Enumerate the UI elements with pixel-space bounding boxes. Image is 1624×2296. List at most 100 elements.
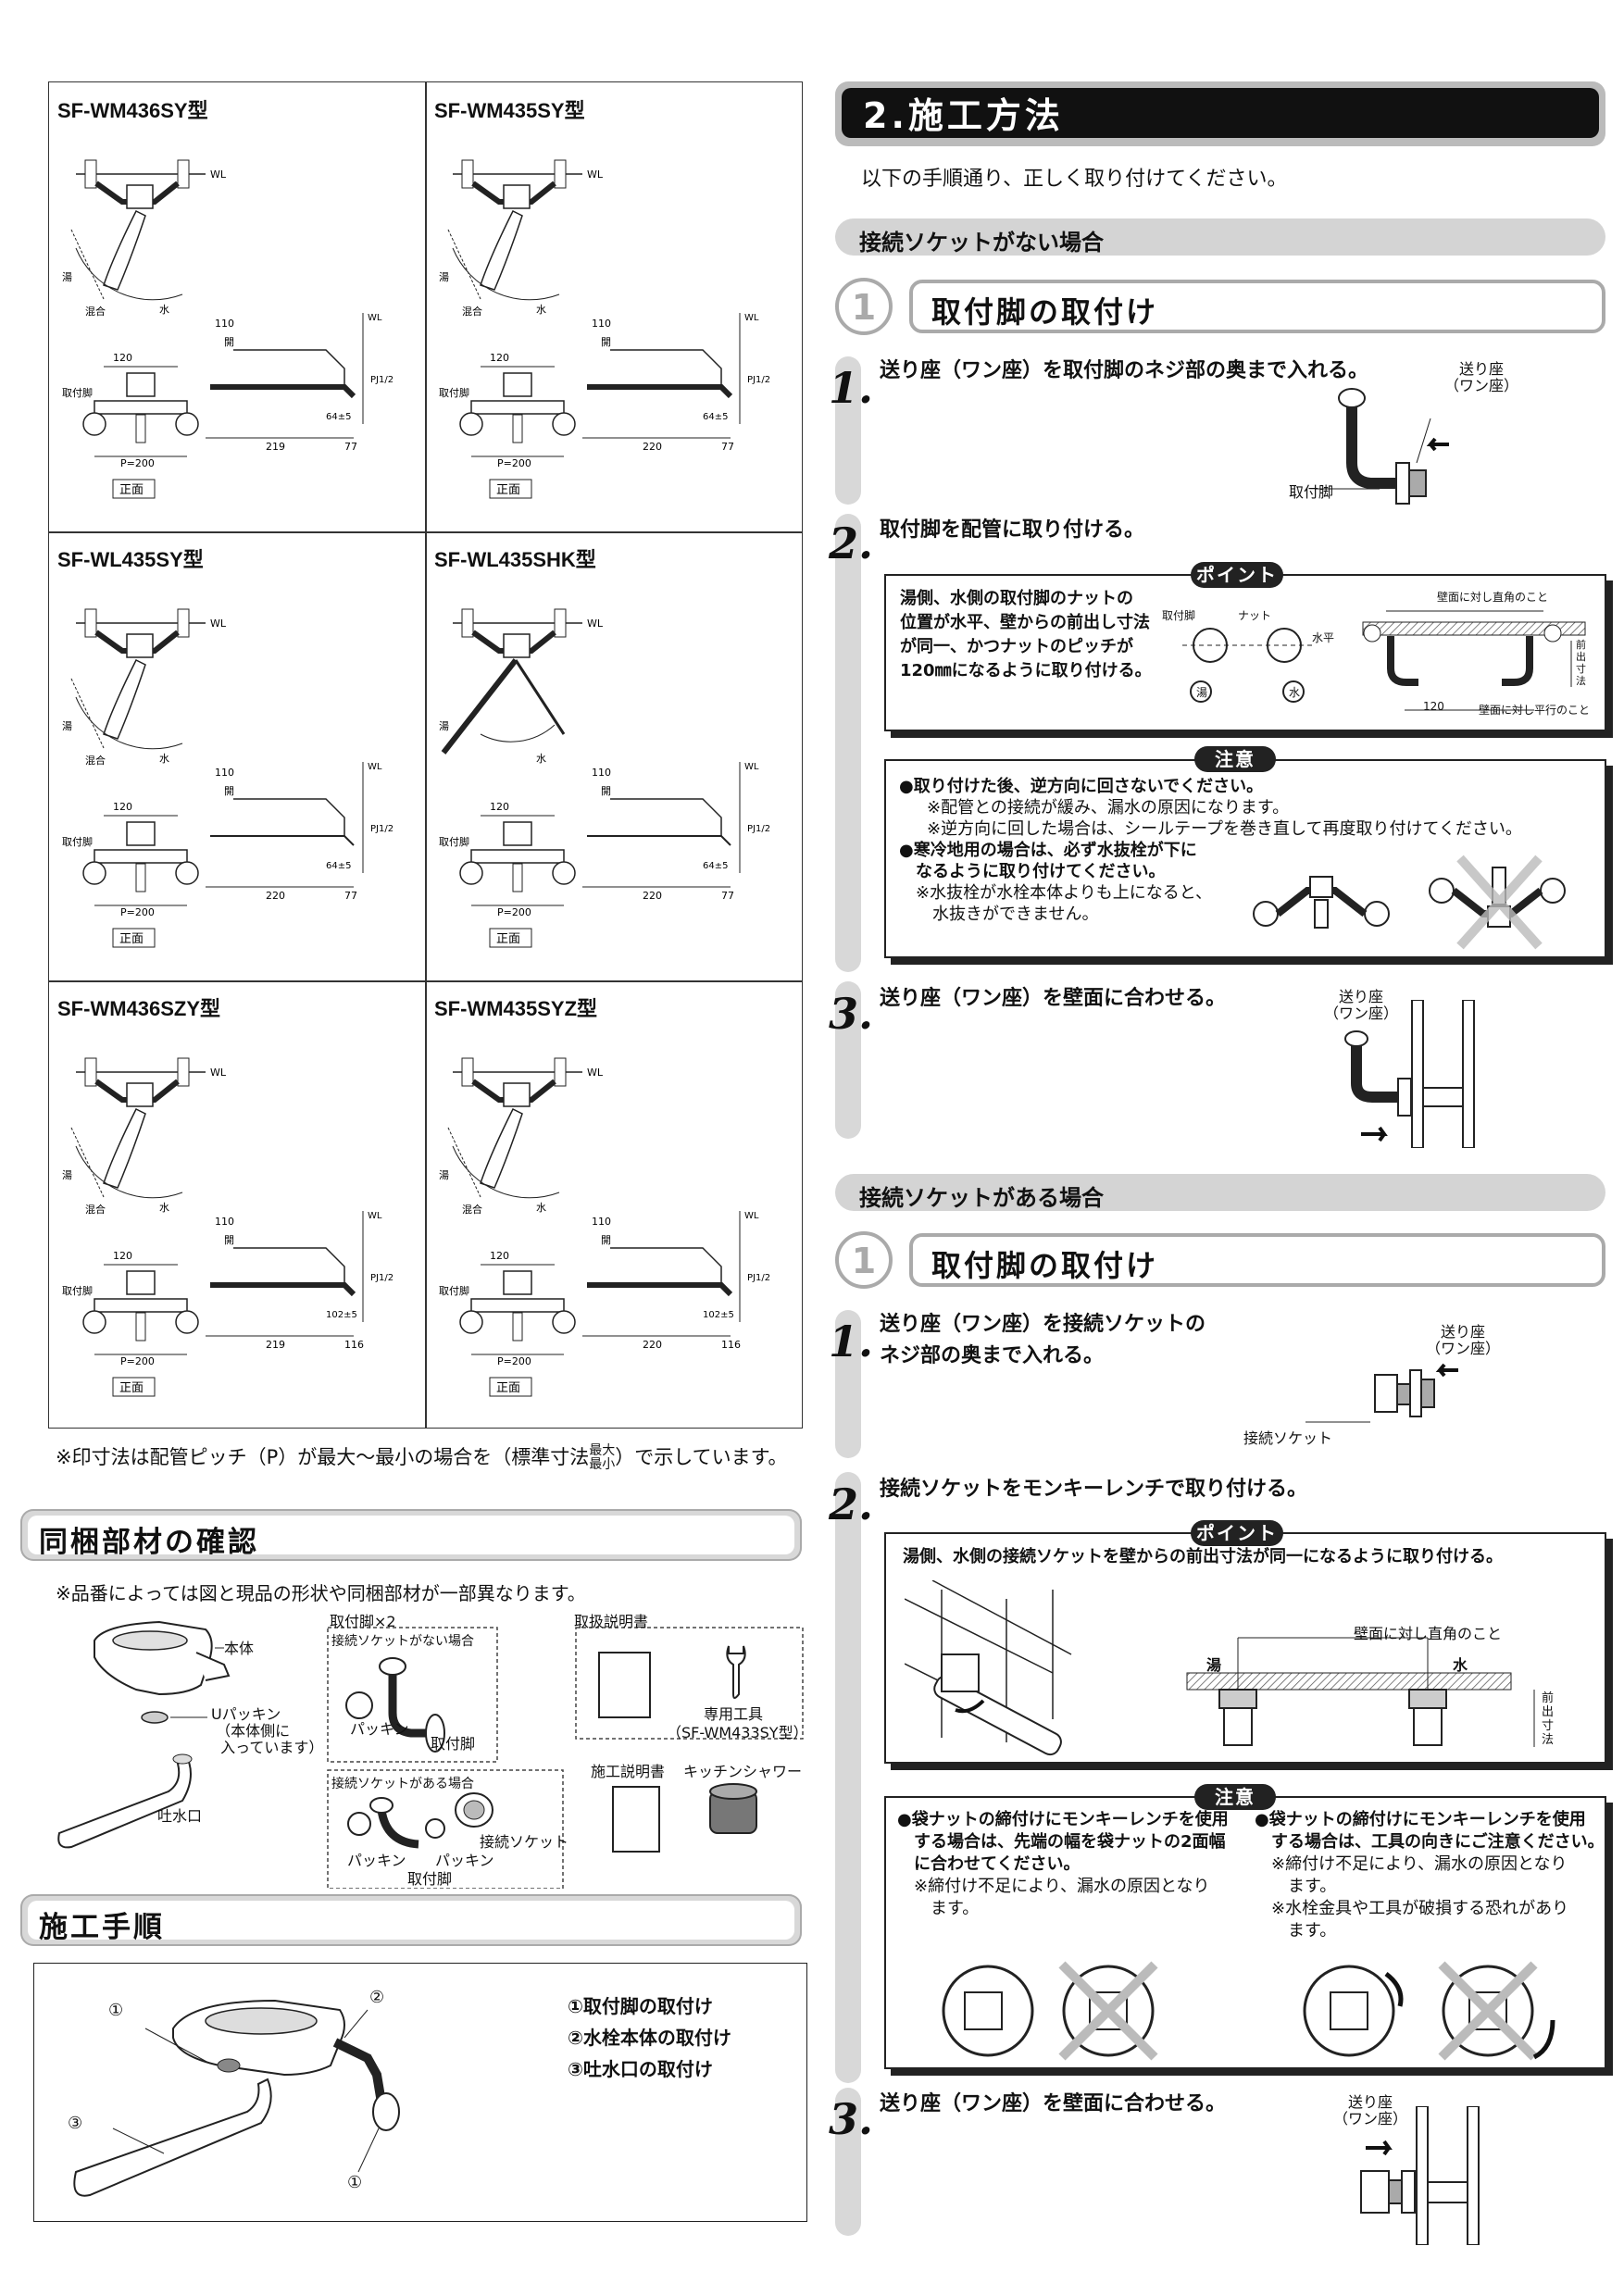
case1-label-cold: 水 xyxy=(1289,686,1301,699)
svg-text:120: 120 xyxy=(113,352,132,364)
front-label: 正面 xyxy=(496,932,520,946)
label-u-packing: Uパッキン （本体側に 入っています） xyxy=(211,1705,324,1756)
pitch-label: P=200 xyxy=(497,906,531,918)
svg-text:水: 水 xyxy=(536,753,546,765)
case2-label-front: 前出寸法 xyxy=(1542,1691,1555,1747)
wl-label: WL xyxy=(587,168,604,181)
front-label: 正面 xyxy=(119,932,144,946)
svg-text:開: 開 xyxy=(224,336,234,348)
case1-s2-bar xyxy=(835,514,861,972)
case2-caution-right: ●袋ナットの締付けにモンキーレンチを使用 する場合は、工具の向きにご注意ください… xyxy=(1255,1810,1605,1940)
grid-divider-h2 xyxy=(49,980,802,982)
dim-depth: 77 xyxy=(721,441,734,453)
svg-text:取付脚: 取付脚 xyxy=(62,835,93,848)
svg-text:取付脚: 取付脚 xyxy=(62,386,93,399)
case2-caution-illustration xyxy=(942,1961,1555,2061)
svg-text:WL: WL xyxy=(368,762,382,772)
wl-label: WL xyxy=(210,1067,227,1079)
case1-point-illustration xyxy=(1182,610,1586,711)
model-name: SF-WL435SY型 xyxy=(57,548,204,571)
case1-s3-text: 送り座（ワン座）を壁面に合わせる。 xyxy=(880,987,1227,1010)
case1-label-leg: 取付脚 xyxy=(1162,609,1196,622)
grid-divider-h1 xyxy=(49,531,802,533)
spout-drawing xyxy=(57,1755,192,1849)
label-spout: 吐水口 xyxy=(157,1807,203,1825)
case2-caution-left: ●袋ナットの締付けにモンキーレンチを使用 する場合は、先端の幅を袋ナットの2面幅… xyxy=(897,1810,1229,1918)
dim-length: 220 xyxy=(643,1339,662,1351)
case1-s1-bar xyxy=(835,356,861,505)
svg-text:水: 水 xyxy=(159,304,169,316)
label-with-socket: 接続ソケットがある場合 xyxy=(331,1777,474,1791)
procedure-heading: 施工手順 xyxy=(20,1894,802,1946)
case1-heading: 接続ソケットがない場合 xyxy=(835,218,1605,256)
svg-text:110: 110 xyxy=(215,1216,234,1228)
svg-text:64±5: 64±5 xyxy=(703,861,728,871)
svg-text:WL: WL xyxy=(368,313,382,323)
case2-s1-text: 送り座（ワン座）を接続ソケットのネジ部の奥まで入れる。 xyxy=(880,1313,1206,1367)
dim-depth: 77 xyxy=(344,441,357,453)
svg-text:混合: 混合 xyxy=(462,305,482,318)
front-label: 正面 xyxy=(496,483,520,497)
svg-text:開: 開 xyxy=(601,1234,611,1246)
pitch-label: P=200 xyxy=(497,1355,531,1367)
label-tool-model: （SF-WM433SY型） xyxy=(667,1724,808,1741)
svg-text:PJ1/2: PJ1/2 xyxy=(747,1273,770,1283)
label-body: 本体 xyxy=(224,1640,255,1657)
dim-depth: 77 xyxy=(344,890,357,902)
dim-depth: 116 xyxy=(344,1339,364,1351)
case2-s3-num: 3. xyxy=(829,2094,874,2144)
svg-text:110: 110 xyxy=(215,767,234,779)
grid-divider-v xyxy=(425,82,427,1428)
svg-text:PJ1/2: PJ1/2 xyxy=(370,824,394,834)
front-label: 正面 xyxy=(496,1381,520,1395)
svg-text:PJ1/2: PJ1/2 xyxy=(747,375,770,385)
case2-s2-num: 2. xyxy=(829,1479,874,1529)
main-heading: 2.施工方法 xyxy=(835,81,1605,146)
case2-s1-illustration xyxy=(1305,1363,1458,1423)
procedure-item-2: ②水栓本体の取付け xyxy=(568,2027,731,2049)
svg-text:102±5: 102±5 xyxy=(326,1310,357,1320)
case1-point-box: 湯側、水側の取付脚のナットの 位置が水平、壁からの前出し寸法 が同一、かつナット… xyxy=(884,574,1606,731)
case2-s3-bar xyxy=(835,2088,861,2236)
label-install-manual: 施工説明書 xyxy=(591,1763,666,1780)
case1-point-tag: ポイント xyxy=(1191,562,1283,588)
wl-label: WL xyxy=(210,618,227,630)
dim-depth: 116 xyxy=(721,1339,741,1351)
svg-text:120: 120 xyxy=(113,1250,132,1262)
case1-label-120: 120 xyxy=(1423,700,1444,713)
label-shower: キッチンシャワー xyxy=(683,1763,803,1780)
case2-point-illustration xyxy=(905,1580,1535,1756)
label-no-socket: 接続ソケットがない場合 xyxy=(331,1634,474,1649)
case2-point-box: 湯側、水側の接続ソケットを壁からの前出寸法が同一になるように取り付ける。 壁面に… xyxy=(884,1532,1606,1764)
case1-step-heading: 1 取付脚の取付け xyxy=(835,278,1605,335)
svg-text:水: 水 xyxy=(536,304,546,316)
case1-s1-text: 送り座（ワン座）を取付脚のネジ部の奥まで入れる。 xyxy=(880,359,1369,382)
dim-length: 219 xyxy=(266,1339,285,1351)
label-leg-1: 取付脚 xyxy=(431,1735,476,1753)
dim-depth: 77 xyxy=(721,890,734,902)
case1-s3-label-seat: 送り座（ワン座） xyxy=(1324,988,1399,1022)
svg-text:開: 開 xyxy=(224,1234,234,1246)
case2-point-tag: ポイント xyxy=(1191,1520,1283,1546)
contents-heading: 同梱部材の確認 xyxy=(20,1509,802,1561)
svg-text:混合: 混合 xyxy=(85,754,106,767)
case2-label-cold: 水 xyxy=(1453,1656,1468,1674)
u-packing-drawing xyxy=(141,1711,169,1724)
label-socket: 接続ソケット xyxy=(480,1833,569,1851)
svg-text:混合: 混合 xyxy=(85,305,106,318)
label-packing-1: パッキン xyxy=(350,1720,409,1738)
dim-length: 220 xyxy=(266,890,285,902)
svg-text:混合: 混合 xyxy=(462,1203,482,1216)
callout-2: ② xyxy=(369,1988,385,2007)
label-leg-2: 取付脚 xyxy=(407,1870,453,1888)
callout-1a: ① xyxy=(108,2001,124,2020)
svg-text:64±5: 64±5 xyxy=(326,412,351,422)
front-label: 正面 xyxy=(119,483,144,497)
model-name: SF-WM436SZY型 xyxy=(57,997,221,1020)
callout-3: ③ xyxy=(68,2114,83,2133)
case1-s1-label-leg: 取付脚 xyxy=(1289,483,1334,501)
